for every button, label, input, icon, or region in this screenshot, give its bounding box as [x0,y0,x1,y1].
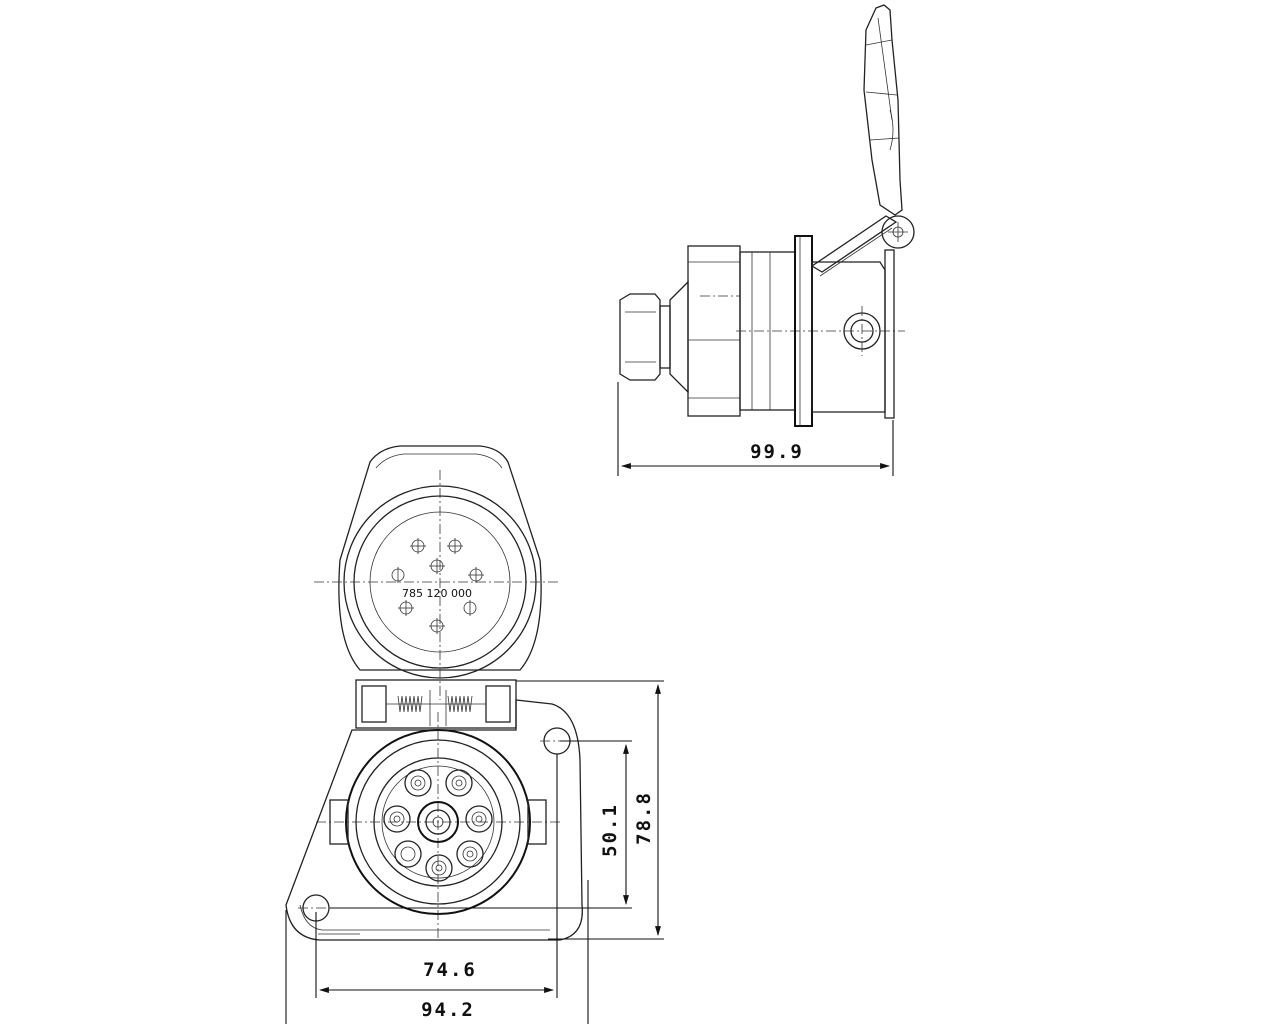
dimension-width-inner: 74.6 [315,754,558,998]
dimension-side-length: 99.9 [617,382,894,476]
side-view-hex-body [687,245,741,417]
socket-part-number: 785 120 000 [402,587,472,600]
side-view-cable-nut [619,280,689,394]
dim-label-height-outer: 78.8 [633,791,655,845]
dimension-width-outer: 94.2 [285,880,589,1024]
side-view: 99.9 [617,4,915,476]
dim-label-height-inner: 50.1 [599,803,621,857]
dim-label-width-outer: 94.2 [421,999,475,1021]
dimension-height-inner: 50.1 [330,740,632,909]
front-view-hinge [355,679,517,729]
dim-label-width-inner: 74.6 [423,959,477,981]
front-view-socket [316,712,560,940]
dim-label-side-length: 99.9 [750,441,804,463]
lid-pin-markings [391,538,484,634]
side-view-rear-body [811,249,895,419]
front-view: 785 120 000 [285,445,664,1024]
side-view-lid [810,4,915,277]
socket-pins [383,769,493,882]
dimension-height-outer: 78.8 [516,680,664,940]
front-view-lid: 785 120 000 [314,445,560,700]
hinge-springs [397,695,473,713]
